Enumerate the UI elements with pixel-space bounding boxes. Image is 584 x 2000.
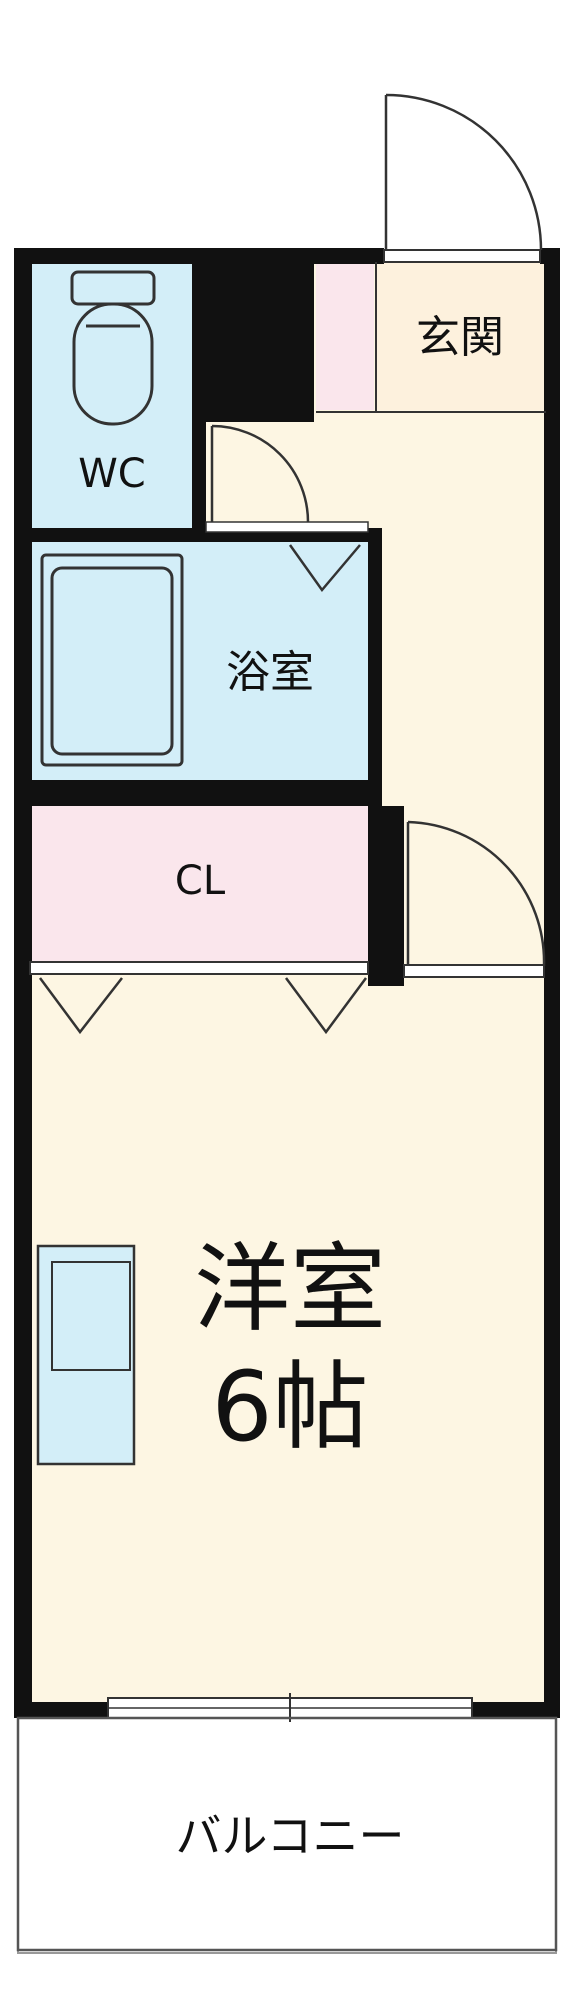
wall-right [544, 248, 560, 1718]
wall-unit-fixture [36, 1244, 136, 1466]
closet-floor [30, 805, 368, 965]
toilet-fixture [70, 270, 156, 426]
shoe-cabinet [316, 262, 374, 410]
closet-door-fold-left [38, 977, 123, 1035]
label-entrance: 玄関 [416, 312, 504, 363]
label-balcony: バルコニー [175, 1809, 404, 1863]
balcony-floor [17, 1717, 557, 1954]
pipe-shaft [192, 262, 314, 422]
wc-door-swing [211, 424, 310, 523]
bath-door-fold [288, 544, 361, 593]
label-bath: 浴室 [226, 647, 314, 698]
wall-left [14, 248, 32, 1718]
wall-wc-right [192, 262, 206, 530]
wall-bath-right [368, 528, 382, 808]
label-western-room-size: 6帖 [211, 1351, 368, 1463]
wall-closet-right [368, 806, 404, 986]
closet-door-fold-right [284, 977, 368, 1035]
closet-sill [29, 961, 369, 975]
label-closet: CL [175, 858, 226, 904]
entrance-door-swing [385, 93, 543, 251]
label-wc: WC [78, 451, 145, 497]
entrance-threshold [383, 249, 541, 263]
wall-top-right [540, 248, 560, 264]
label-western-room: 洋室 [194, 1233, 386, 1345]
wc-floor [30, 262, 192, 530]
wall-top-left [14, 248, 384, 264]
bath-floor [30, 540, 370, 780]
balcony-rail [16, 1716, 558, 1952]
room-door-threshold [403, 964, 545, 978]
wall-bath-closet [14, 780, 382, 806]
entrance-floor [376, 262, 546, 410]
room-door-swing [407, 820, 546, 967]
wc-door-threshold [205, 521, 369, 533]
bathtub-fixture [40, 553, 184, 767]
